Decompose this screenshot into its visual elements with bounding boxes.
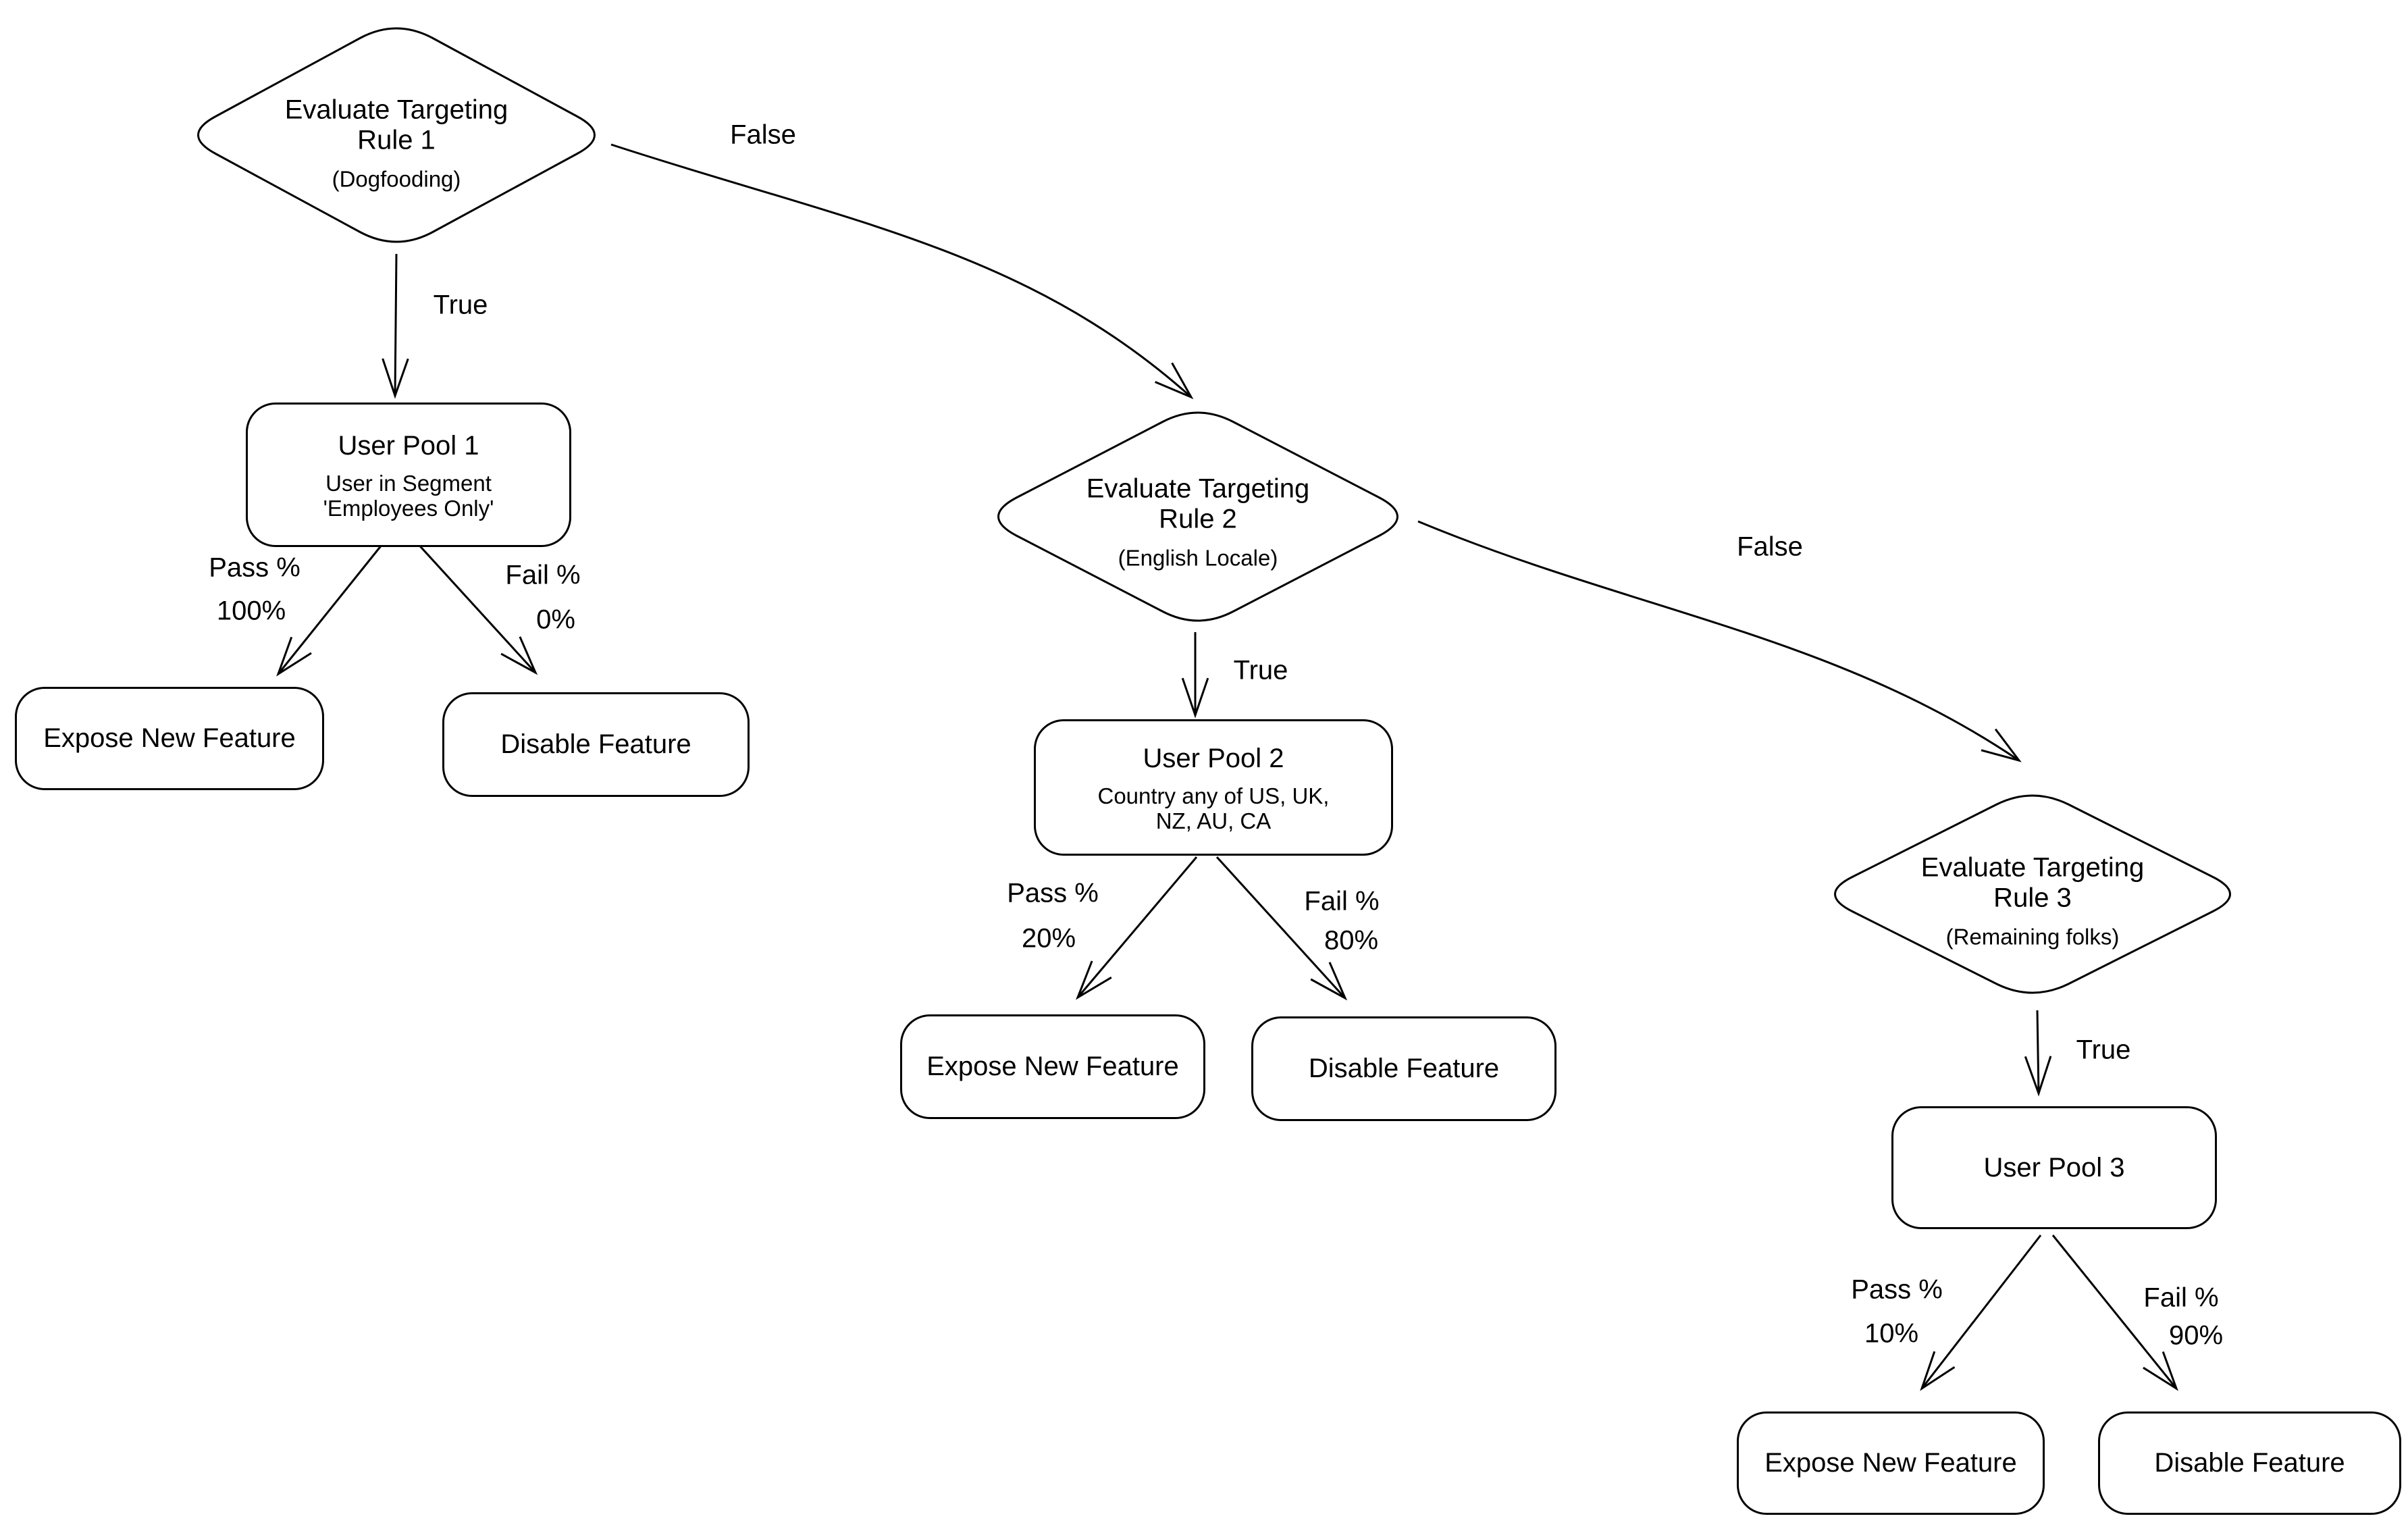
- decision-rule3-title: Evaluate Targeting Rule 3: [1920, 852, 2145, 913]
- decision-rule2-label: Evaluate Targeting Rule 2 (English Local…: [1087, 474, 1310, 571]
- terminal-expose-feature-1: Expose New Feature: [15, 687, 324, 790]
- edge-value-fail-2: 80%: [1324, 925, 1379, 956]
- node-user-pool-1: User Pool 1 User in Segment 'Employees O…: [246, 403, 571, 547]
- terminal-expose-feature-3: Expose New Feature: [1737, 1411, 2045, 1515]
- decision-rule1-title: Evaluate Targeting Rule 1: [284, 95, 508, 155]
- edge-label-fail-3: Fail %: [2143, 1282, 2219, 1313]
- arrow-pass-3: [1920, 1235, 2042, 1391]
- arrow-fail-3: [2051, 1235, 2178, 1391]
- node-user-pool-2-title: User Pool 2: [1143, 743, 1284, 773]
- node-user-pool-1-title: User Pool 1: [338, 430, 479, 461]
- edge-label-false-1: False: [730, 120, 796, 150]
- terminal-expose-feature-2: Expose New Feature: [900, 1014, 1205, 1119]
- decision-rule2-subtitle: (English Locale): [1118, 545, 1278, 571]
- edge-label-pass-2: Pass %: [1007, 878, 1099, 908]
- terminal-disable-feature-1: Disable Feature: [442, 692, 750, 797]
- edge-value-fail-1: 0%: [536, 604, 575, 635]
- decision-rule3-diamond: [1834, 794, 2231, 994]
- decision-rule3-subtitle: (Remaining folks): [1945, 924, 2120, 950]
- edge-label-false-2: False: [1737, 532, 1803, 562]
- arrow-true-3: [2024, 1010, 2052, 1097]
- edge-label-pass-1: Pass %: [209, 552, 300, 583]
- edge-label-pass-3: Pass %: [1851, 1274, 1943, 1305]
- decision-rule2-title: Evaluate Targeting Rule 2: [1086, 473, 1310, 534]
- arrow-fail-1: [414, 540, 538, 675]
- edge-value-fail-3: 90%: [2168, 1320, 2224, 1351]
- node-user-pool-1-subtitle: User in Segment 'Employees Only': [323, 470, 494, 521]
- edge-value-pass-1: 100%: [216, 596, 286, 626]
- node-user-pool-3-title: User Pool 3: [1983, 1153, 2125, 1183]
- decision-rule3-label: Evaluate Targeting Rule 3 (Remaining fol…: [1921, 853, 2145, 950]
- terminal-disable-feature-3: Disable Feature: [2098, 1411, 2401, 1515]
- arrow-fail-2: [1215, 856, 1348, 1001]
- edge-value-pass-2: 20%: [1021, 923, 1076, 954]
- node-user-pool-2-subtitle: Country any of US, UK, NZ, AU, CA: [1097, 783, 1330, 833]
- arrow-pass-2: [1076, 856, 1198, 1000]
- decision-rule1-label: Evaluate Targeting Rule 1 (Dogfooding): [285, 95, 508, 192]
- arrow-layer: [276, 143, 2178, 1391]
- edge-label-true-1: True: [433, 290, 488, 320]
- arrow-pass-1: [276, 540, 386, 677]
- decision-rule1-subtitle: (Dogfooding): [332, 166, 461, 192]
- edge-label-fail-1: Fail %: [505, 560, 581, 590]
- decision-rule1-diamond: [197, 27, 596, 243]
- arrow-false-1: [610, 143, 1194, 400]
- arrow-true-1: [382, 253, 409, 399]
- arrow-true-2: [1181, 632, 1209, 719]
- arrow-false-2: [1417, 520, 2022, 762]
- decision-rule2-diamond: [997, 411, 1398, 622]
- edge-value-pass-3: 10%: [1864, 1318, 1919, 1349]
- edge-label-true-2: True: [1233, 655, 1288, 685]
- node-user-pool-3: User Pool 3: [1891, 1106, 2217, 1229]
- edge-label-true-3: True: [2076, 1035, 2131, 1065]
- terminal-disable-feature-2: Disable Feature: [1251, 1016, 1556, 1121]
- edge-label-fail-2: Fail %: [1304, 886, 1380, 916]
- node-user-pool-2: User Pool 2 Country any of US, UK, NZ, A…: [1034, 719, 1393, 856]
